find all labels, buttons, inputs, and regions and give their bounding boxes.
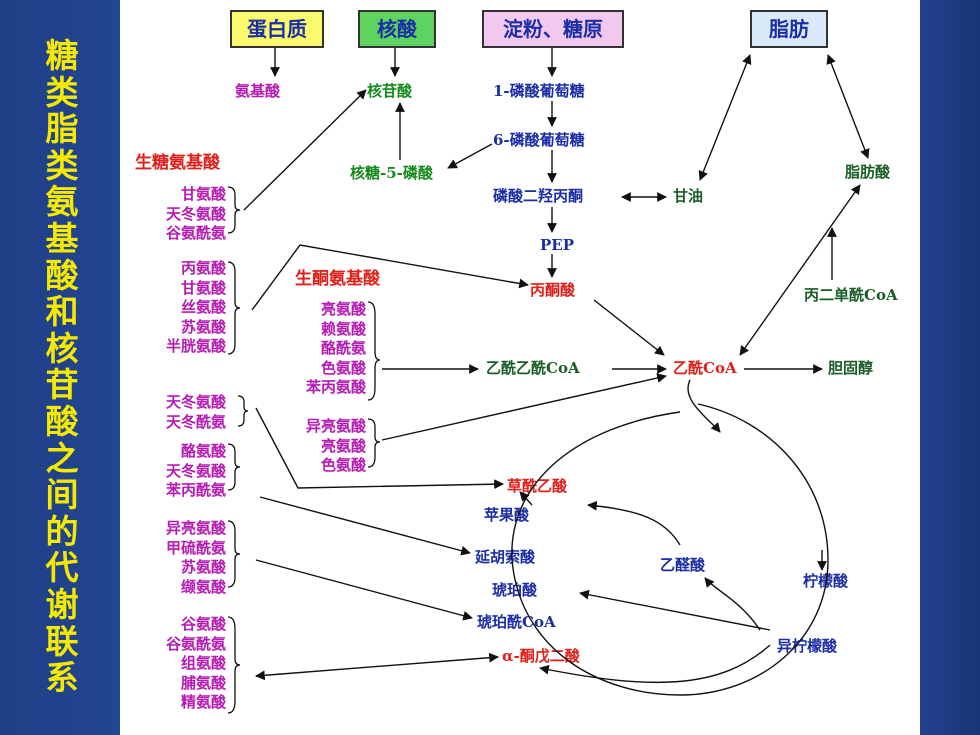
arrow-fat-glycerol (698, 54, 752, 181)
right-margin (920, 0, 980, 735)
list-item: 组氨酸 (180, 654, 226, 672)
fat-box: 脂肪 (750, 10, 828, 48)
arrow-gluco1-nucleotide (243, 89, 367, 211)
bracket-k1 (367, 301, 381, 401)
arrow-keto2-acetyl (381, 373, 667, 441)
arrow-glyoxylate-malate (587, 500, 681, 546)
arrow-aa2-fumarate (259, 496, 471, 556)
list-item: 精氨酸 (180, 693, 226, 711)
list-item: 甲硫酰氨 (165, 538, 226, 557)
list-item: 色氨酸 (320, 358, 366, 377)
bracket-a3 (227, 520, 241, 588)
arrow-gluco2-pyruvate (251, 244, 529, 311)
r5p-node: 核糖-5-磷酸 (350, 164, 433, 182)
list-item: 丝氨酸 (180, 298, 226, 316)
arrow-fat-fatty-acid (826, 54, 870, 159)
arrow-aa4-akg (255, 652, 499, 681)
list-item: 半胱氨酸 (165, 337, 226, 355)
list-item: 天冬氨酸 (165, 393, 226, 411)
bracket-a2 (227, 443, 241, 491)
dhap-node: 磷酸二羟丙酮 (493, 187, 584, 205)
list-item: 丙氨酸 (180, 259, 226, 277)
diagram-panel: 蛋白质 核酸 淀粉、糖原 脂肪 氨基酸 核苷酸 1-磷酸葡萄糖 6-磷酸葡萄糖 … (120, 0, 920, 735)
pyruvate-node: 丙酮酸 (530, 281, 576, 299)
list-item: 谷氨酰氨 (165, 224, 226, 242)
ketogenic-list-2: 异亮氨酸 亮氨酸 色氨酸 (280, 417, 366, 476)
arrow-fatty-acid-acetyl (739, 184, 861, 356)
oxaloacetate-node: 草酰乙酸 (507, 477, 568, 495)
bracket-k2 (367, 418, 381, 468)
list-item: 天冬酰氨 (165, 412, 226, 431)
g1p-node: 1-磷酸葡萄糖 (493, 82, 585, 100)
tca-cycle (511, 403, 829, 696)
list-item: 酪酰氨 (320, 339, 366, 357)
bracket-a4 (227, 616, 241, 714)
acetoacetyl-node: 乙酰乙酰CoA (486, 359, 580, 377)
pep-node: PEP (540, 236, 574, 254)
list-item: 天冬氨酸 (165, 461, 226, 480)
glycerol-node: 甘油 (673, 187, 704, 205)
list-item: 异亮氨酸 (165, 519, 226, 537)
list-item: 谷氨酰氨 (165, 634, 226, 653)
ketogenic-list-1: 亮氨酸 赖氨酸 酪酰氨 色氨酸 苯丙氨酸 (280, 300, 366, 398)
fatty-acid-node: 脂肪酸 (845, 163, 891, 181)
acetyl-node: 乙酰CoA (673, 359, 737, 377)
bracket-a1 (237, 395, 249, 427)
arrow-oxaloacetate-malate (519, 491, 533, 506)
list-item: 色氨酸 (320, 456, 366, 474)
list-item: 缬氨酸 (180, 577, 226, 596)
glucogenic-label: 生糖氨基酸 (135, 153, 220, 173)
succinate-node: 琥珀酸 (492, 581, 538, 599)
arrow-acetyl-cycle (687, 379, 721, 433)
list-item: 谷氨酸 (180, 615, 226, 633)
aa-list-4: 谷氨酸 谷氨酰氨 组氨酸 脯氨酸 精氨酸 (140, 615, 226, 713)
list-item: 甘氨酸 (180, 185, 226, 203)
list-item: 亮氨酸 (320, 436, 366, 455)
arrow-cycle-akg (539, 644, 771, 684)
bracket-g1 (227, 186, 241, 234)
akg-node: α-酮戊二酸 (502, 647, 580, 665)
list-item: 天冬氨酸 (165, 204, 226, 223)
amino-acid-node: 氨基酸 (235, 82, 281, 100)
sidebar: 糖类脂类氨基酸和核苷酸之间的代谢联系 (0, 0, 120, 735)
protein-box: 蛋白质 (230, 10, 324, 48)
ketogenic-label: 生酮氨基酸 (295, 269, 380, 289)
arrow-aa1-oxaloacetate (255, 407, 504, 490)
glucogenic-list-1: 甘氨酸 天冬氨酸 谷氨酰氨 (140, 185, 226, 244)
aa-list-2: 酪氨酸 天冬氨酸 苯丙酰氨 (140, 442, 226, 501)
arrow-isocitrate-glyoxylate (704, 577, 761, 631)
starch-box: 淀粉、糖原 (482, 10, 624, 48)
arrow-aa3-succinyl (255, 559, 473, 621)
arrow-g6p-r5p (447, 143, 493, 169)
list-item: 苯丙氨酸 (305, 378, 366, 396)
list-item: 苏氨酸 (180, 558, 226, 576)
nucleotide-node: 核苷酸 (367, 82, 413, 100)
connector-layer (227, 48, 870, 714)
list-item: 赖氨酸 (320, 319, 366, 338)
list-item: 亮氨酸 (320, 300, 366, 318)
citrate-node: 柠檬酸 (803, 572, 849, 590)
fumarate-node: 延胡索酸 (475, 548, 536, 566)
bracket-g2 (227, 261, 241, 355)
aa-list-1: 天冬氨酸 天冬酰氨 (140, 393, 226, 432)
list-item: 酪氨酸 (180, 442, 226, 460)
arrow-pyruvate-acetyl (593, 299, 665, 356)
succinyl-node: 琥珀酰CoA (477, 613, 556, 631)
slide-title: 糖类脂类氨基酸和核苷酸之间的代谢联系 (45, 36, 79, 698)
list-item: 脯氨酸 (180, 673, 226, 692)
arrow-isocitrate-succinate (579, 589, 771, 631)
cholesterol-node: 胆固醇 (828, 359, 874, 377)
aa-list-3: 异亮氨酸 甲硫酰氨 苏氨酸 缬氨酸 (140, 519, 226, 597)
list-item: 苏氨酸 (180, 317, 226, 336)
nucleic-acid-box: 核酸 (358, 10, 436, 48)
g6p-node: 6-磷酸葡萄糖 (493, 131, 585, 149)
list-item: 异亮氨酸 (305, 417, 366, 435)
list-item: 苯丙酰氨 (165, 481, 226, 499)
glucogenic-list-2: 丙氨酸 甘氨酸 丝氨酸 苏氨酸 半胱氨酸 (140, 259, 226, 357)
list-item: 甘氨酸 (180, 278, 226, 297)
glyoxylate-node: 乙醛酸 (660, 556, 706, 574)
malate-node: 苹果酸 (484, 506, 530, 524)
